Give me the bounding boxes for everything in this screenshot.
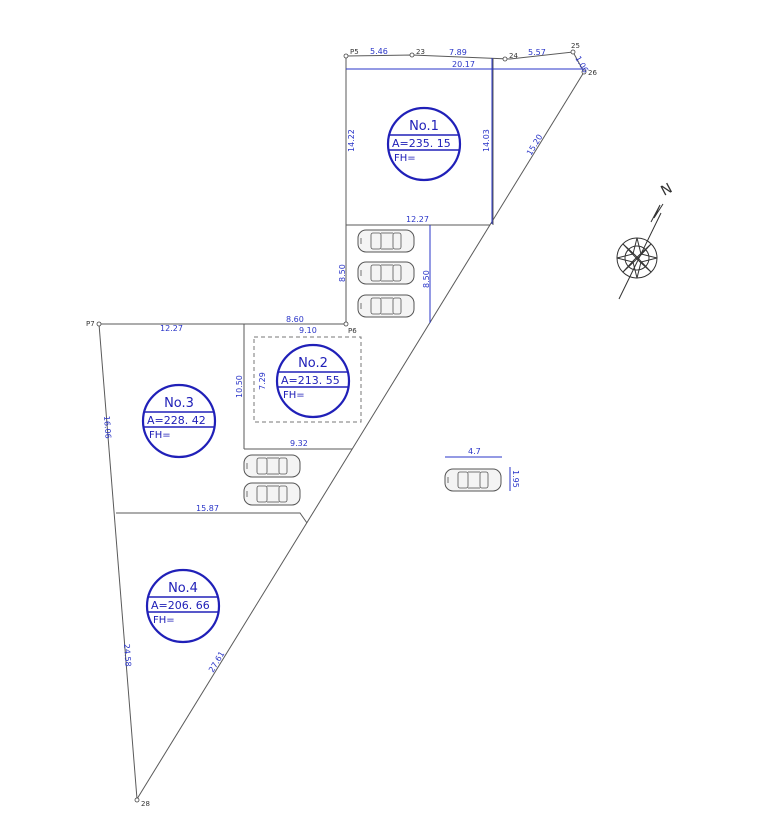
dim-top-p5-23: 5.46: [370, 47, 388, 56]
point-label-26: 26: [588, 69, 597, 77]
compass-icon: N: [616, 180, 675, 300]
lot-fh: FH=: [394, 153, 416, 164]
vertex-p5: [343, 53, 349, 59]
lot-fh: FH=: [149, 430, 171, 441]
point-labels: P5 23 24 25 26 P6 P7 28: [86, 42, 597, 808]
point-label-25: 25: [571, 42, 580, 50]
dim-car-length: 4.7: [468, 447, 481, 456]
dim-lot3-bottom: 15.87: [196, 504, 219, 513]
dimension-lines: [346, 58, 583, 491]
dim-lot2-left: 10.50: [235, 375, 244, 398]
vertices: [96, 49, 587, 803]
lot-area: A=213. 55: [281, 374, 340, 387]
dim-lot1-width: 20.17: [452, 60, 475, 69]
dim-lot2-bottom: 9.32: [290, 439, 308, 448]
vertex-25: [570, 49, 576, 55]
left-boundary: [98, 323, 138, 800]
vertex-28: [134, 797, 140, 803]
dim-top-23-24: 7.89: [449, 48, 467, 57]
car-icon: [444, 468, 502, 492]
lot2-building-outline: [253, 336, 362, 423]
lot-area: A=228. 42: [147, 414, 206, 427]
dim-lot1-left: 14.22: [347, 129, 356, 152]
dim-lot4-left: 24.58: [122, 644, 133, 667]
car-icon: [357, 261, 415, 285]
lot3-lot4-line: [116, 512, 308, 524]
dim-p7-p6-left: 12.27: [160, 324, 183, 333]
lot-fh: FH=: [153, 615, 175, 626]
top-boundary: [345, 51, 585, 73]
dim-top-24-25: 5.57: [528, 48, 546, 57]
dim-lot4-diag: 27.61: [207, 650, 227, 674]
dim-lot1-bottom: 12.27: [406, 215, 429, 224]
dim-parking-left: 8.50: [338, 264, 347, 282]
lot-area: A=235. 15: [392, 137, 451, 150]
vertex-p6: [343, 321, 349, 327]
dim-parking-right: 8.50: [422, 270, 431, 288]
vertex-26: [581, 69, 587, 75]
point-label-p7: P7: [86, 320, 95, 328]
point-label-23: 23: [416, 48, 425, 56]
car-icon: [357, 294, 415, 318]
point-label-28: 28: [141, 800, 150, 808]
lot-fh: FH=: [283, 390, 305, 401]
lot-label-2: No.2 A=213. 55 FH=: [275, 343, 351, 419]
dim-lot2-inner: 7.29: [258, 372, 267, 390]
point-label-p5: P5: [350, 48, 359, 56]
lot-number: No.3: [164, 396, 194, 411]
lot-area: A=206. 66: [151, 599, 210, 612]
boundary-lines: [98, 51, 585, 800]
lot-number: No.4: [168, 581, 198, 596]
dim-lot2-top: 9.10: [299, 326, 317, 335]
north-label: N: [658, 180, 675, 199]
dim-car-width: 1.95: [511, 470, 520, 488]
lot-number: No.1: [409, 119, 439, 134]
vertex-23: [409, 52, 415, 58]
vertex-24: [502, 56, 508, 62]
point-label-p6: P6: [348, 327, 357, 335]
lot-number: No.2: [298, 356, 328, 371]
dim-lot1-right: 14.03: [482, 129, 491, 152]
car-icon: [243, 454, 301, 478]
point-label-24: 24: [509, 52, 518, 60]
dim-lot3-left: 16.06: [102, 416, 113, 439]
dim-p7-p6-right: 8.60: [286, 315, 304, 324]
lot-label-3: No.3 A=228. 42 FH=: [141, 383, 217, 459]
lot-label-1: No.1 A=235. 15 FH=: [386, 106, 462, 182]
diagonal-boundary: [136, 71, 585, 800]
dim-diag-upper: 15.20: [525, 133, 545, 157]
car-icon: [357, 229, 415, 253]
car-icon: [243, 482, 301, 506]
vertex-p7: [96, 321, 102, 327]
lot-label-4: No.4 A=206. 66 FH=: [145, 568, 221, 644]
